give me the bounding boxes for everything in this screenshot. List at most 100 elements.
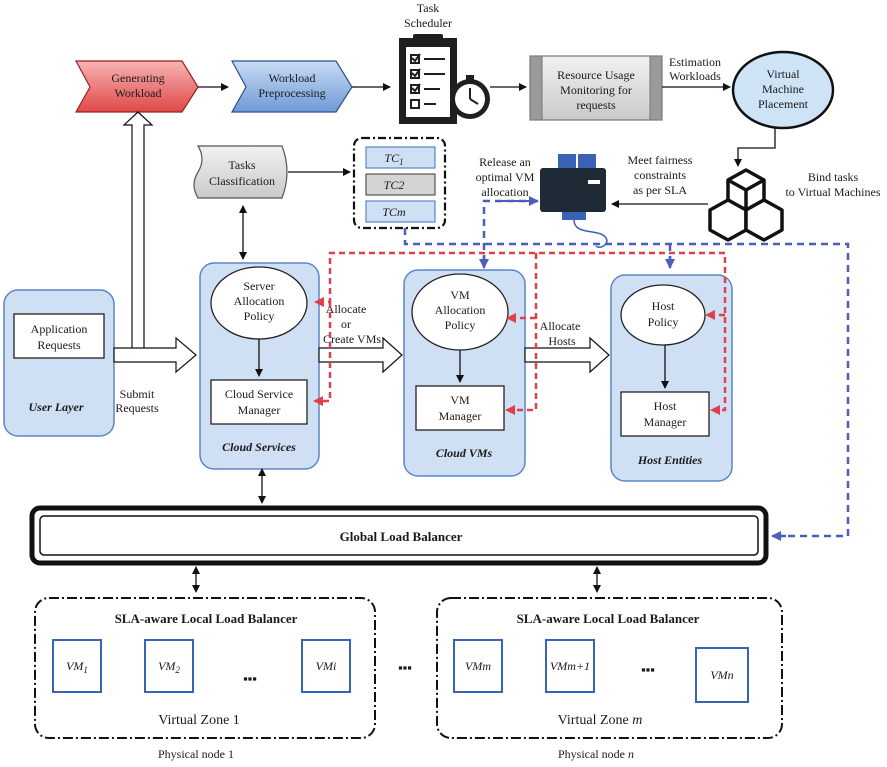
hollow-arrow-up-to-generating — [122, 111, 154, 351]
task-scheduler-label-1: Task — [417, 1, 440, 15]
cloud-vms-box: VM Allocation Policy VM Manager Cloud VM… — [403, 269, 526, 477]
zone2-vm-label-2: VMm+1 — [550, 659, 590, 673]
generating-workload-box: Generating Workload — [74, 60, 199, 113]
allocate-create-label-3: Create VMs — [323, 332, 381, 346]
zone2-vm-label-3: VMn — [710, 668, 733, 682]
meet-fairness-label-1: Meet fairness — [628, 153, 693, 167]
between-zones-ellipsis: ▪▪▪ — [398, 660, 412, 675]
virtual-zone-m-label: Virtual Zone m — [558, 713, 643, 728]
release-vm-label-3: allocation — [481, 185, 528, 199]
resource-usage-label-1: Resource Usage — [557, 68, 635, 82]
zone2-vm-box-3 — [695, 647, 749, 703]
tc-box-1 — [365, 146, 436, 169]
server-allocation-policy-label-2: Allocation — [234, 294, 285, 308]
application-requests-label-2: Requests — [37, 338, 81, 352]
host-policy-label-1: Host — [652, 299, 675, 313]
zone1-vm-box-2 — [144, 639, 194, 693]
hollow-arrow-user-to-services — [113, 336, 197, 374]
virtual-zone-1-label: Virtual Zone 1 — [158, 713, 240, 728]
meet-fairness-label-3: as per SLA — [633, 183, 687, 197]
workload-preprocessing-label-1: Workload — [268, 71, 315, 85]
zone1-vm-box-3 — [301, 639, 351, 693]
vm-placement-label-3: Placement — [758, 97, 809, 111]
user-layer-label: User Layer — [29, 400, 84, 414]
estimation-workloads-label-1: Estimation — [669, 55, 721, 69]
tc-box-2 — [365, 173, 436, 196]
resource-usage-label-2: Monitoring for — [560, 83, 632, 97]
physical-node-n-label: Physical node n — [558, 747, 634, 761]
tc-box-3 — [365, 200, 436, 223]
cloud-services-label: Cloud Services — [222, 440, 296, 454]
bind-tasks-label-1: Bind tasks — [808, 170, 859, 184]
resource-usage-label-3: requests — [576, 98, 616, 112]
workload-preprocessing-box: Workload Preprocessing — [230, 60, 353, 113]
vm-placement-label-1: Virtual — [766, 67, 800, 81]
vm-placement-label-2: Machine — [762, 82, 804, 96]
bind-tasks-label-2: to Virtual Machines — [785, 185, 880, 199]
zone1-vm-label-2: VM2 — [158, 659, 180, 675]
sla-llb-2-label: SLA-aware Local Load Balancer — [517, 611, 700, 626]
host-manager-label-2: Manager — [644, 415, 687, 429]
cubes-icon — [708, 168, 784, 242]
tc-label-2: TC2 — [384, 178, 405, 192]
zone1-ellipsis: ▪▪▪ — [243, 671, 257, 686]
zone2-vm-box-1 — [453, 639, 503, 693]
cloud-service-manager-label-1: Cloud Service — [225, 387, 293, 401]
global-load-balancer-box: Global Load Balancer — [29, 505, 769, 566]
sla-llb-1-label: SLA-aware Local Load Balancer — [115, 611, 298, 626]
tasks-classification-label-2: Classification — [209, 174, 275, 188]
estimation-workloads-label-2: Workloads — [669, 69, 721, 83]
vm-allocation-policy-label-2: Allocation — [435, 303, 486, 317]
task-scheduler-icon — [399, 34, 490, 124]
zone1-vm-label-3: VMi — [316, 659, 337, 673]
host-manager-label-1: Host — [654, 399, 677, 413]
server-allocation-policy-label-1: Server — [243, 279, 274, 293]
release-vm-label-1: Release an — [479, 155, 531, 169]
physical-node-1-label: Physical node 1 — [158, 747, 234, 761]
tasks-classification-box: Tasks Classification — [193, 145, 288, 199]
cloud-vms-label: Cloud VMs — [436, 446, 493, 460]
generating-workload-label-1: Generating — [111, 71, 164, 85]
tc-label-3: TCm — [382, 205, 406, 219]
zone2-ellipsis: ▪▪▪ — [641, 662, 655, 677]
vm-placement-ellipse: Virtual Machine Placement — [731, 50, 835, 130]
task-scheduler-label-2: Scheduler — [404, 16, 452, 30]
allocate-create-label-1: Allocate — [326, 302, 367, 316]
zone1-vm-box-1 — [52, 639, 102, 693]
red-arrowheads — [313, 297, 720, 415]
cloud-service-manager-label-2: Manager — [238, 403, 281, 417]
tasks-classification-label-1: Tasks — [228, 158, 255, 172]
host-policy-label-2: Policy — [648, 315, 679, 329]
arrow-placement-to-cubes — [734, 128, 776, 167]
virtual-zone-m: SLA-aware Local Load Balancer VMm VMm+1 … — [436, 597, 783, 739]
allocate-create-label-2: or — [341, 317, 351, 331]
workload-preprocessing-label-2: Preprocessing — [258, 86, 325, 100]
virtual-zone-1: SLA-aware Local Load Balancer VM1 VM2 VM… — [34, 597, 376, 739]
vm-manager-label-1: VM — [450, 393, 470, 407]
allocate-hosts-label-1: Allocate — [540, 319, 581, 333]
vm-allocation-policy-label-1: VM — [450, 288, 470, 302]
zone2-vm-label-1: VMm — [465, 659, 491, 673]
generating-workload-label-2: Workload — [114, 86, 161, 100]
hollow-arrow-vms-to-hosts — [524, 336, 610, 374]
task-class-container: TC1 TC2 TCm — [352, 136, 447, 230]
submit-requests-label-1: Submit — [120, 387, 155, 401]
global-load-balancer-label: Global Load Balancer — [340, 529, 463, 544]
meet-fairness-label-2: constraints — [634, 168, 686, 182]
host-entities-label: Host Entities — [637, 453, 703, 467]
release-vm-label-2: optimal VM — [476, 170, 535, 184]
zone2-vm-box-2 — [545, 639, 595, 693]
vm-manager-label-2: Manager — [439, 409, 482, 423]
server-icon — [540, 154, 608, 249]
host-entities-box: Host Policy Host Manager Host Entities — [610, 274, 733, 482]
allocate-hosts-label-2: Hosts — [548, 334, 576, 348]
tc-label-1: TC1 — [384, 151, 403, 167]
zone1-vm-label-1: VM1 — [66, 659, 88, 675]
submit-requests-label-2: Requests — [115, 401, 159, 415]
vm-allocation-policy-label-3: Policy — [445, 318, 476, 332]
application-requests-label-1: Application — [31, 322, 88, 336]
resource-usage-monitoring-box: Resource Usage Monitoring for requests — [529, 55, 663, 121]
server-allocation-policy-label-3: Policy — [244, 309, 275, 323]
user-layer-box: Application Requests User Layer — [3, 289, 115, 437]
